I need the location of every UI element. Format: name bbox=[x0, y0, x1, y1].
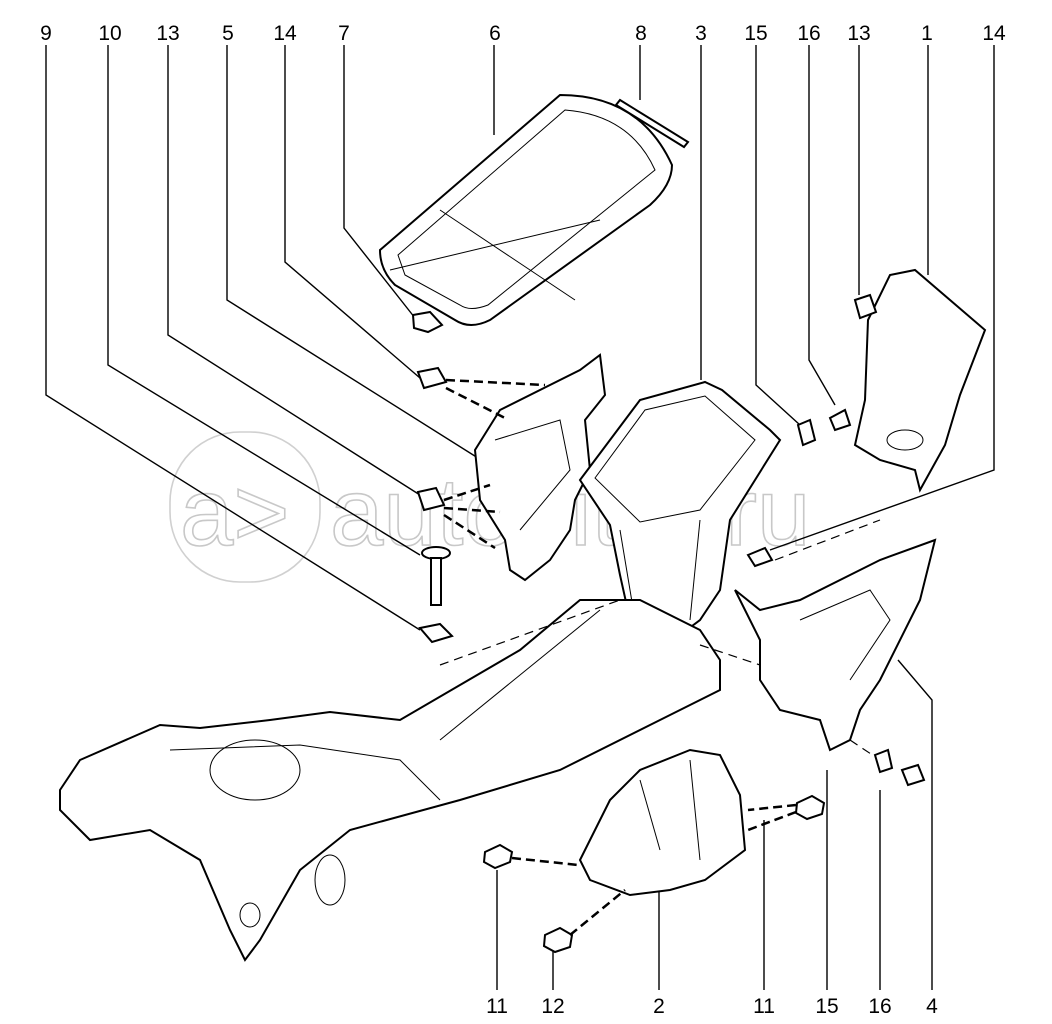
bolt bbox=[421, 546, 451, 606]
left-side-bracket bbox=[473, 353, 607, 582]
right-side-panel bbox=[734, 538, 937, 752]
assembly-arrows-bottom bbox=[511, 803, 797, 936]
leader-line bbox=[343, 45, 416, 319]
fasteners-right-bottom bbox=[873, 748, 926, 787]
leader-line bbox=[45, 45, 421, 631]
callout-label: 13 bbox=[156, 22, 179, 45]
watermark-logo-text: a> bbox=[180, 459, 289, 566]
callout-label: 16 bbox=[797, 22, 820, 45]
leader-line bbox=[107, 45, 421, 556]
leader-line bbox=[897, 659, 933, 990]
leader-line bbox=[167, 45, 421, 496]
rear-trim-panel bbox=[853, 268, 987, 493]
callout-label: 15 bbox=[815, 995, 838, 1018]
armrest-lid bbox=[378, 93, 674, 326]
clip-right bbox=[746, 546, 774, 568]
mounting-bracket bbox=[578, 748, 747, 897]
callout-label: 4 bbox=[926, 995, 938, 1018]
callout-label: 7 bbox=[338, 22, 350, 45]
fasteners-right-top bbox=[796, 408, 852, 447]
clips-left bbox=[416, 366, 448, 512]
callouts-bottom: 11 12 2 11 15 16 4 bbox=[486, 995, 938, 1018]
callout-label: 11 bbox=[486, 995, 508, 1018]
callout-label: 12 bbox=[541, 995, 564, 1018]
leader-line bbox=[755, 45, 801, 426]
lid-seal-strip bbox=[614, 98, 690, 149]
callout-label: 15 bbox=[744, 22, 767, 45]
callout-label: 6 bbox=[489, 22, 501, 45]
leader-lines bbox=[45, 45, 995, 990]
leader-line bbox=[808, 45, 836, 406]
clip-nut bbox=[418, 622, 454, 644]
callout-label: 2 bbox=[653, 995, 665, 1018]
callout-label: 8 bbox=[635, 22, 647, 45]
callout-label: 11 bbox=[753, 995, 775, 1018]
watermark-logo-frame bbox=[169, 431, 321, 583]
leader-line bbox=[226, 45, 479, 459]
callout-label: 9 bbox=[40, 22, 52, 45]
callout-label: 5 bbox=[222, 22, 234, 45]
callout-label: 14 bbox=[273, 22, 297, 45]
callout-label: 16 bbox=[868, 995, 891, 1018]
assembly-arrows-left bbox=[443, 378, 546, 550]
callouts-top: 9 10 13 5 14 7 6 8 3 15 16 13 1 14 bbox=[40, 22, 1006, 45]
callout-label: 10 bbox=[98, 22, 121, 45]
storage-bin bbox=[578, 380, 782, 637]
leader-line bbox=[284, 45, 421, 379]
callout-label: 13 bbox=[847, 22, 870, 45]
console-base bbox=[59, 599, 721, 962]
callout-label: 1 bbox=[921, 22, 933, 45]
nuts-bottom bbox=[482, 794, 826, 954]
callout-label: 14 bbox=[982, 22, 1006, 45]
hinge-clip bbox=[411, 310, 444, 334]
leader-line bbox=[769, 45, 995, 551]
callout-label: 3 bbox=[695, 22, 707, 45]
